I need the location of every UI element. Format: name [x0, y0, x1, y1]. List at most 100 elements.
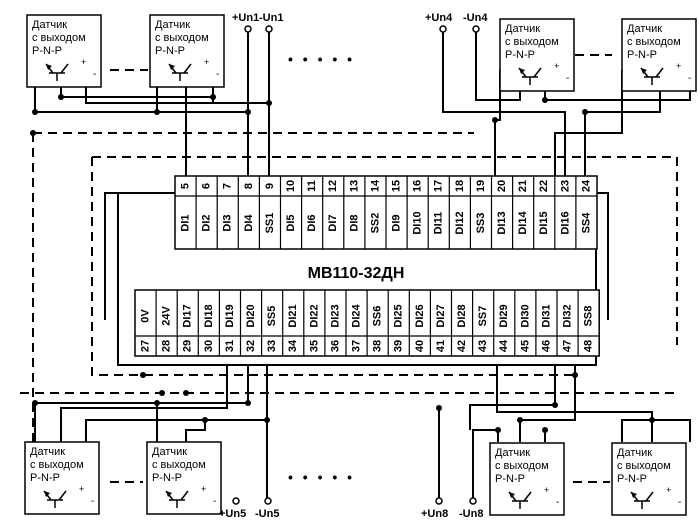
junction-dot — [436, 405, 442, 411]
terminal-label: DI21 — [287, 304, 299, 327]
sensor-plus: + — [201, 484, 206, 494]
terminal-label: DI4 — [243, 214, 255, 232]
ellipsis-bottom: • • • • • — [288, 469, 355, 485]
sensor-type: P-N-P — [155, 45, 185, 57]
terminal-label: DI17 — [182, 304, 194, 327]
sensor-title: Датчик — [155, 19, 190, 31]
terminal-label: DI11 — [433, 212, 445, 235]
dashed-wire — [91, 157, 575, 376]
junction-dot — [245, 109, 251, 115]
sensor-minus: - — [556, 497, 559, 508]
terminal-label: DI5 — [285, 214, 297, 231]
sensor-title: Датчик — [505, 23, 540, 35]
sensor-output-label: с выходом — [617, 460, 671, 472]
terminal-number: 10 — [285, 180, 297, 192]
sensor-output-label: с выходом — [627, 36, 681, 48]
terminal-un8-minus — [469, 497, 477, 505]
terminal-number: 18 — [454, 180, 466, 192]
wire — [104, 192, 118, 320]
sensor-title: Датчик — [30, 446, 65, 458]
terminal-label: SS1 — [264, 213, 276, 234]
terminal-label: DI19 — [224, 304, 236, 327]
terminal-label: DI26 — [414, 304, 426, 327]
sensor-minus: - — [93, 69, 96, 80]
terminal-un4-minus — [472, 25, 480, 33]
terminal-label: 24V — [161, 306, 173, 326]
wire — [185, 420, 206, 442]
wire — [544, 87, 691, 101]
label-un1-plus: +Un1 — [232, 12, 259, 24]
terminal-label: SS7 — [477, 306, 489, 327]
terminal-label: DI3 — [222, 214, 234, 231]
terminal-number: 20 — [496, 180, 508, 192]
transistor-arrow — [519, 68, 525, 74]
sensor-plus: + — [544, 485, 549, 495]
transistor-collector — [645, 491, 654, 502]
terminal-number: 7 — [222, 183, 234, 189]
transistor-arrow — [641, 68, 647, 74]
transistor-collector — [60, 63, 69, 74]
wires — [34, 29, 691, 501]
transistor-collector — [533, 67, 542, 78]
supply-un8: +Un8 -Un8 — [421, 497, 483, 520]
terminal-label: DI7 — [327, 214, 339, 231]
sensor-output-label: с выходом — [505, 36, 559, 48]
junction-dot — [492, 117, 498, 123]
label-un4-plus: +Un4 — [425, 12, 453, 24]
sensor-output-label: с выходом — [152, 459, 206, 471]
junction-dot — [210, 94, 216, 100]
junction-dot — [542, 97, 548, 103]
junction-dot — [30, 130, 36, 136]
dashed-wires — [20, 54, 678, 483]
supply-un5: +Un5 -Un5 — [219, 497, 279, 520]
junction-dot — [154, 400, 160, 406]
sensor-plus: + — [204, 57, 209, 67]
terminal-label: DI29 — [498, 304, 510, 327]
sensor-output-label: с выходом — [495, 460, 549, 472]
sensor-box — [149, 14, 225, 88]
terminal-un5-minus — [264, 497, 272, 505]
wire — [34, 365, 249, 442]
terminal-label: DI13 — [496, 211, 508, 234]
sensor-type: P-N-P — [495, 473, 525, 485]
terminal-un8-plus — [435, 497, 443, 505]
sensor-box — [621, 18, 697, 92]
terminal-label: DI32 — [561, 304, 573, 327]
label-un5-plus: +Un5 — [219, 508, 246, 520]
wire — [496, 365, 653, 442]
sensor-type: P-N-P — [505, 49, 535, 61]
terminal-label: DI24 — [350, 304, 362, 328]
terminal-number: 13 — [348, 180, 360, 192]
terminal-label: DI10 — [412, 211, 424, 234]
sensor-plus: + — [666, 485, 671, 495]
junction-dot — [266, 100, 272, 106]
terminal-label: SS3 — [475, 213, 487, 234]
terminal-number: 42 — [456, 340, 468, 352]
terminal-label: SS4 — [580, 212, 592, 234]
wire — [469, 365, 556, 430]
sensor-box — [24, 441, 100, 515]
label-un4-minus: -Un4 — [463, 12, 488, 24]
sensor-title: Датчик — [32, 19, 67, 31]
sensor-output-label: с выходом — [30, 459, 84, 471]
sensor-type: P-N-P — [30, 472, 60, 484]
terminal-label: DI27 — [435, 304, 447, 327]
label-un1-minus: -Un1 — [259, 12, 283, 24]
wire — [596, 192, 609, 320]
terminal-number: 22 — [538, 180, 550, 192]
sensor-output-label: с выходом — [32, 32, 86, 44]
terminal-un4-plus — [439, 25, 447, 33]
terminal-number: 19 — [475, 180, 487, 192]
terminal-number: 12 — [327, 180, 339, 192]
junction-dot — [264, 417, 270, 423]
terminal-number: 39 — [393, 340, 405, 352]
terminal-number: 27 — [139, 340, 151, 352]
sensor-box — [499, 18, 575, 92]
terminal-label: DI22 — [308, 304, 320, 327]
terminal-label: DI6 — [306, 214, 318, 231]
sensor-plus: + — [676, 61, 681, 71]
terminal-number: 11 — [306, 180, 318, 192]
junction-dot — [517, 417, 523, 423]
